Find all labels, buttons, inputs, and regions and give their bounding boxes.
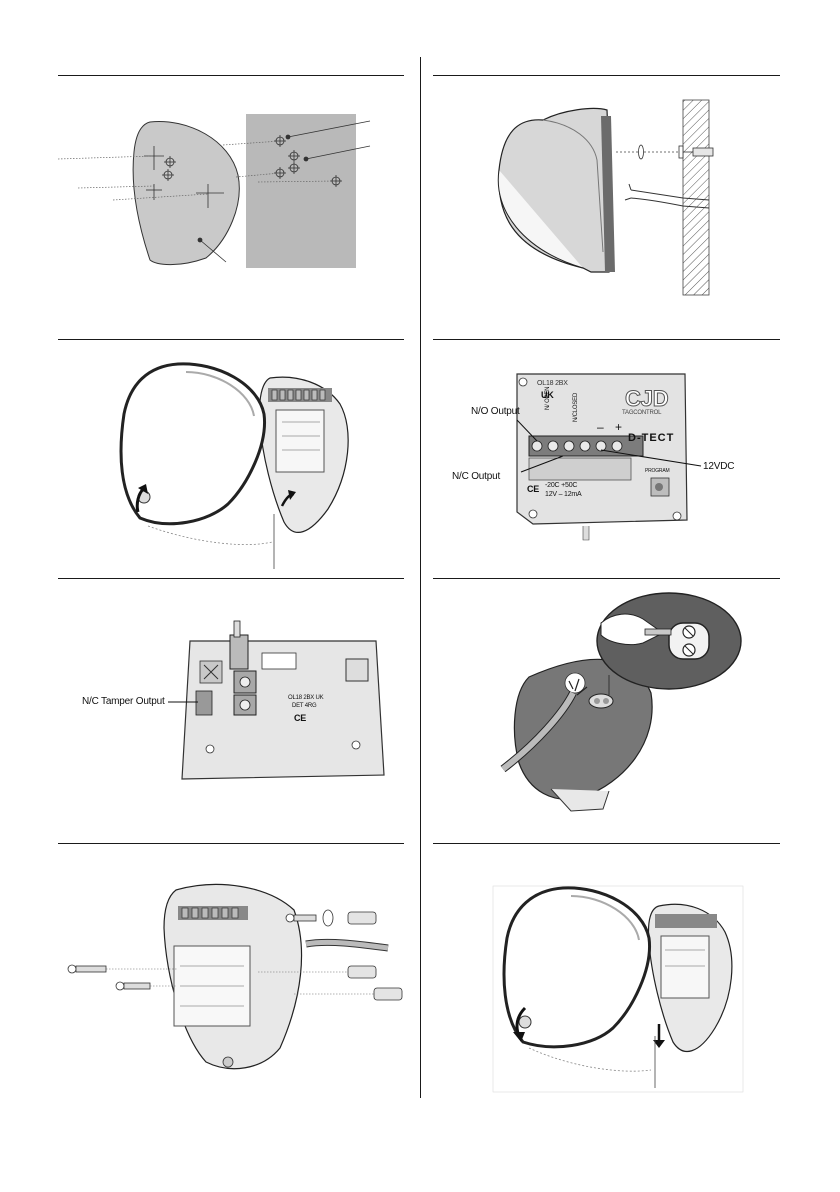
section-rule-1-right	[433, 75, 780, 76]
no-output-label: N/O Output	[471, 406, 520, 417]
brand-logo: CJD	[625, 386, 668, 412]
open-cover-figure	[58, 344, 404, 569]
tamper-board-figure: OL18 2BX UK OL18 2BX UK DET 4RG CE N/C T…	[58, 583, 404, 833]
cable-gland-figure	[433, 583, 780, 833]
wall-surface	[246, 114, 356, 268]
tamper-ce-mark: CE	[294, 713, 306, 723]
screws-right	[286, 910, 402, 1000]
column-divider	[420, 57, 421, 1098]
terminal-plus-label: +	[615, 420, 622, 434]
terminal-open-label: N/ OPEN	[545, 387, 551, 410]
tamper-board-code-text: OL18 2BX UK	[288, 695, 324, 701]
side-mount-figure	[433, 80, 780, 330]
section-rule-2-left	[58, 339, 404, 340]
power-label: 12VDC	[703, 461, 734, 472]
fixings-figure	[58, 848, 404, 1098]
terminal-minus-label: –	[597, 420, 603, 434]
rating-label: -20C +50C	[545, 482, 577, 489]
wall-template-figure	[58, 80, 404, 330]
brand-sub: TAGCONTROL	[622, 410, 661, 416]
section-rule-1-left	[58, 75, 404, 76]
section-rule-2-right	[433, 339, 780, 340]
open-cover-illustration	[58, 344, 404, 569]
section-rule-3-left	[58, 578, 404, 579]
close-cover-illustration	[433, 848, 780, 1098]
terminal-closed-label: N/CLOSED	[573, 393, 579, 422]
sensor-module	[276, 410, 324, 472]
tamper-board-illustration	[58, 583, 404, 833]
section-rule-3-right	[433, 578, 780, 579]
tamper-output-label: N/C Tamper Output	[82, 696, 165, 707]
section-rule-4-right	[433, 843, 780, 844]
board-code: OL18 2BX	[537, 380, 568, 387]
program-label: PROGRAM	[645, 468, 669, 474]
rating-label-2: 12V – 12mA	[545, 491, 582, 498]
terminal-board-illustration	[433, 344, 780, 569]
tamper-terminal	[196, 691, 212, 715]
ce-mark: CE	[527, 484, 539, 494]
terminal-board-figure: CJD TAGCONTROL D-TECT OL18 2BX UK N/ OPE…	[433, 344, 780, 569]
hinge-arc	[148, 526, 272, 545]
tamper-switch	[230, 635, 248, 669]
nc-output-label: N/C Output	[452, 471, 500, 482]
gland-small	[589, 694, 613, 708]
wall-template-illustration	[58, 80, 404, 330]
model-name: D-TECT	[628, 432, 674, 444]
wall-section	[683, 100, 709, 295]
tamper-board-code-2: DET 4RG	[292, 703, 317, 709]
section-rule-4-left	[58, 843, 404, 844]
side-mount-illustration	[433, 80, 780, 330]
fixings-illustration	[58, 848, 404, 1098]
close-cover-figure	[433, 848, 780, 1098]
cable-gland-illustration	[433, 583, 780, 833]
washer	[639, 145, 644, 159]
